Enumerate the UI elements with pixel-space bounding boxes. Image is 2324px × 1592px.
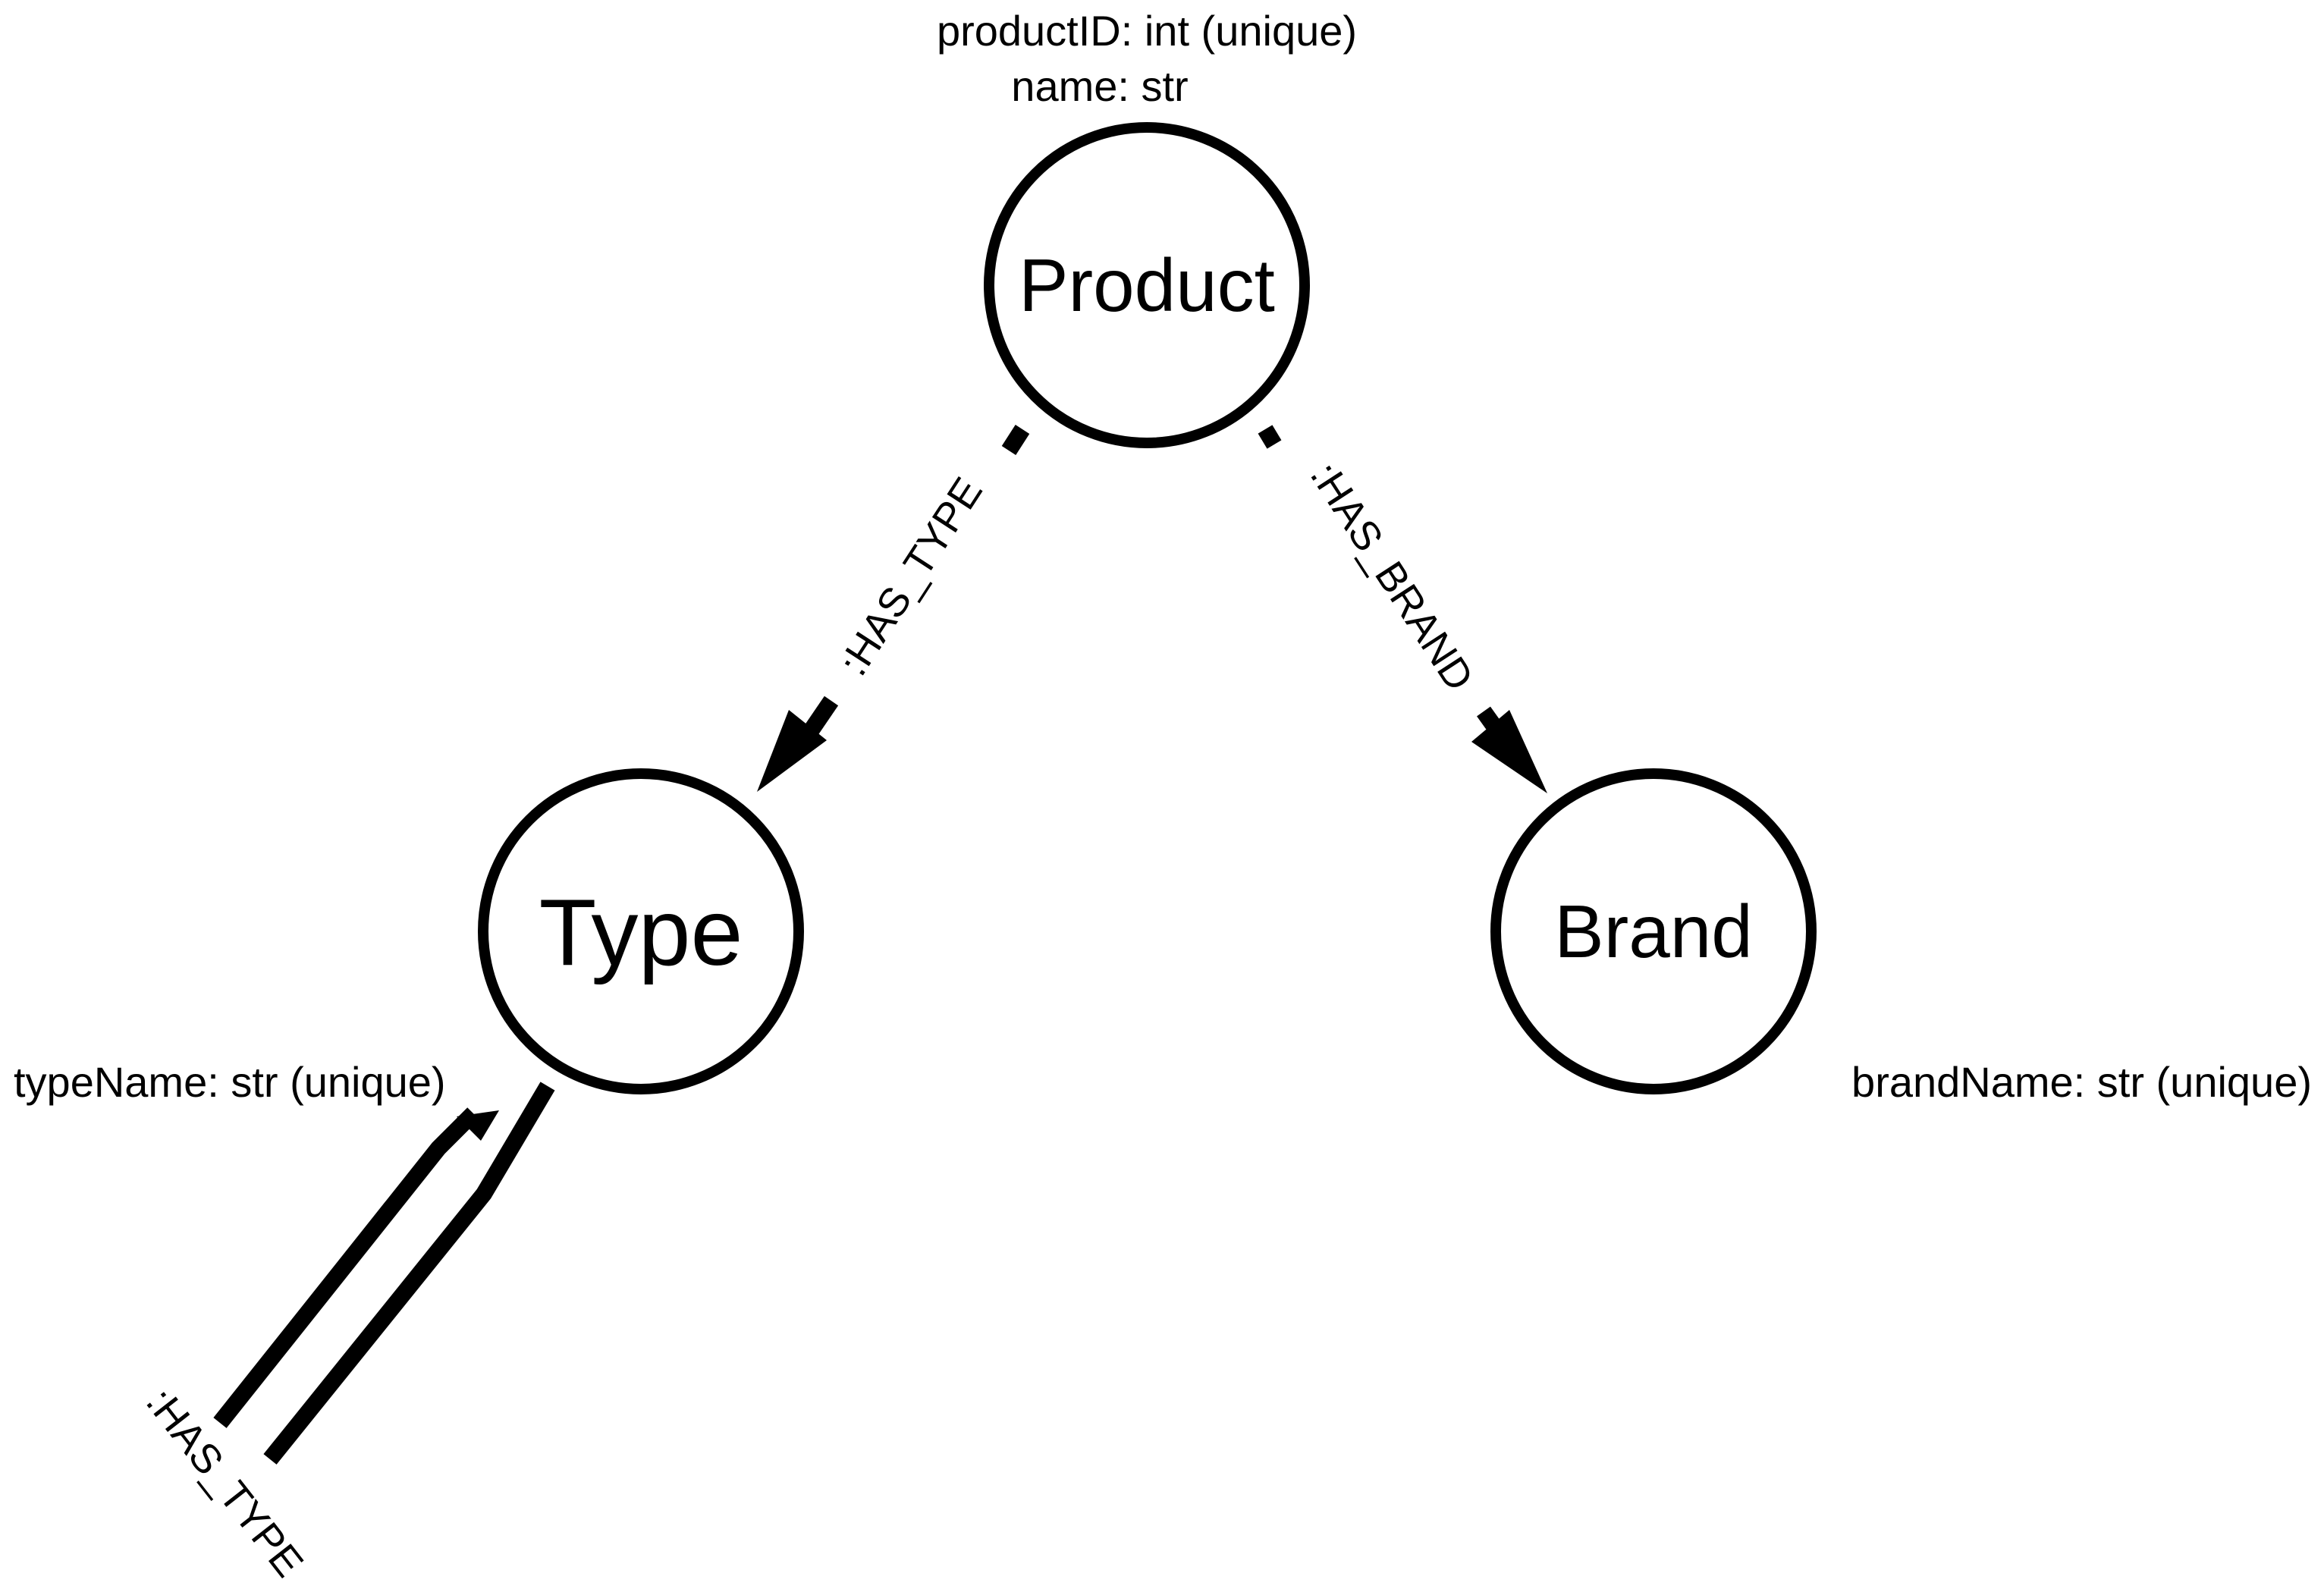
relationship-product-has-type[interactable]: :HAS_TYPE — [757, 425, 1030, 792]
brand-property-name: brandName: str (unique) — [1851, 1058, 2312, 1106]
rel-self-loop-line-out — [263, 1082, 555, 1465]
node-type[interactable]: Type — [478, 768, 804, 1094]
rel-self-loop-line-in — [213, 1107, 479, 1428]
rel-has-brand-arrowhead — [1471, 710, 1547, 793]
node-product-circle — [984, 122, 1310, 448]
product-property-id: productID: int (unique) — [937, 7, 1357, 55]
node-brand-label: Brand — [1554, 890, 1753, 973]
relationship-type-self-has-type[interactable]: :HAS_TYPE — [137, 1082, 555, 1585]
product-property-name: name: str — [1011, 62, 1188, 110]
type-property-name: typeName: str (unique) — [14, 1058, 446, 1106]
node-type-label: Type — [539, 881, 743, 985]
node-brand[interactable]: Brand — [1490, 768, 1817, 1094]
rel-has-type-line-end — [801, 696, 839, 739]
rel-has-type-arrowhead — [757, 710, 827, 792]
rel-has-type-label: :HAS_TYPE — [831, 469, 991, 683]
rel-has-type-line-start — [1001, 425, 1030, 455]
rel-has-brand-label: :HAS_BRAND — [1302, 454, 1482, 699]
node-brand-circle — [1490, 768, 1817, 1094]
node-product[interactable]: Product — [984, 122, 1310, 448]
node-type-circle — [478, 768, 804, 1094]
relationship-product-has-brand[interactable]: :HAS_BRAND — [1258, 425, 1547, 793]
rel-has-brand-line-start — [1258, 425, 1282, 449]
rel-self-loop-arrowhead — [457, 1110, 499, 1141]
node-product-label: Product — [1019, 243, 1275, 327]
